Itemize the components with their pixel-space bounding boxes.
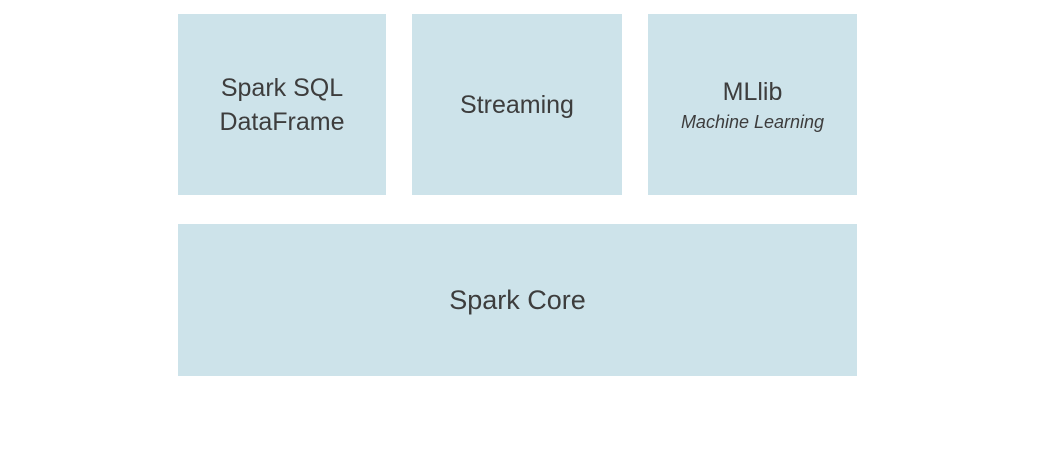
box-subtitle: Machine Learning [680, 111, 825, 132]
box-title: MLlib [722, 77, 783, 106]
box-streaming: Streaming [412, 14, 622, 195]
box-spark-core: Spark Core [178, 224, 857, 376]
box-spark-sql-dataframe: Spark SQL DataFrame [178, 14, 386, 195]
box-title: Spark SQL DataFrame [219, 73, 345, 136]
box-mllib: MLlib Machine Learning [648, 14, 857, 195]
box-title: Streaming [460, 90, 574, 119]
box-title: Spark Core [449, 285, 586, 315]
